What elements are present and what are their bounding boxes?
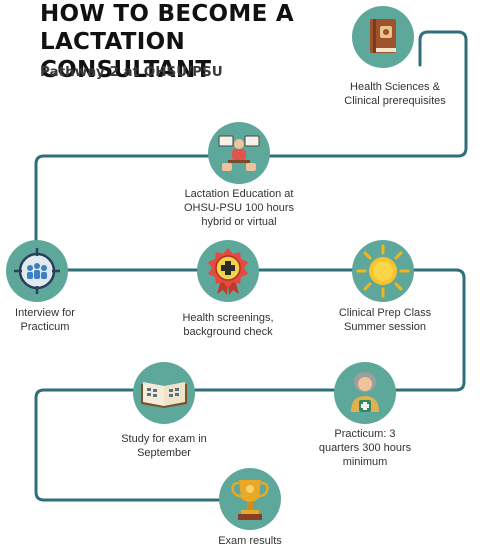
- step-interview-circle: [6, 240, 68, 302]
- book-icon: [370, 19, 396, 53]
- step-lactation-education-circle: [208, 122, 270, 184]
- trophy-icon: [231, 480, 269, 520]
- step-exam-results-label: Exam results: [218, 535, 282, 547]
- step-interview-label: Interview for Practicum: [15, 307, 75, 333]
- step-clinical-prep-label: Clinical Prep Class Summer session: [338, 307, 432, 333]
- step-exam-results-circle: [219, 468, 281, 530]
- step-lactation-education-label: Lactation Education at OHSU-PSU 100 hour…: [183, 188, 295, 228]
- step-practicum-circle: [334, 362, 396, 424]
- step-study-label: Study for exam in September: [121, 433, 207, 459]
- step-practicum-label: Practicum: 3 quarters 300 hours minimum: [318, 428, 412, 468]
- step-health-screenings-circle: [197, 240, 259, 302]
- target-group-icon: [14, 248, 60, 294]
- medical-badge-icon: [208, 248, 248, 295]
- open-book-icon: [141, 382, 187, 408]
- nurse-icon: [351, 372, 379, 412]
- page-title: HOW TO BECOME A LACTATION CONSULTANT: [40, 1, 295, 83]
- sun-icon: [356, 244, 410, 298]
- page-subtitle: Pathway 2 at OHSU/PSU: [40, 64, 223, 80]
- step-health-screenings-label: Health screenings, background check: [182, 312, 274, 338]
- step-study-circle: [133, 362, 195, 424]
- teacher-icon: [218, 135, 260, 171]
- step-clinical-prep-circle: [352, 240, 414, 302]
- step-health-sciences-label: Health Sciences & Clinical prerequisites: [344, 81, 446, 107]
- step-health-sciences-circle: [352, 6, 414, 68]
